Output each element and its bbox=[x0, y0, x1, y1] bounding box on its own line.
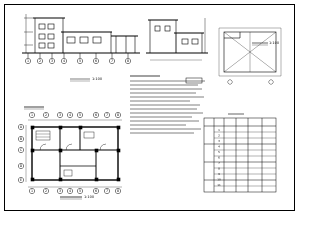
plan-axis-left-C-label: C bbox=[20, 148, 23, 152]
elevation-axis-7-label: 7 bbox=[111, 59, 113, 63]
plan-axis-markers-left: A B C D E bbox=[18, 124, 24, 183]
plan-axis-top-1: 1 bbox=[29, 112, 35, 118]
plan-axis-bottom-3-label: 3 bbox=[59, 189, 61, 193]
plan-axis-bottom-2: 2 bbox=[43, 188, 49, 194]
plan-axis-top-4-label: 4 bbox=[69, 113, 71, 117]
elevation-axis-8-label: 8 bbox=[127, 59, 129, 63]
plan-axis-bottom-8-label: 8 bbox=[117, 189, 119, 193]
plan-axis-left-A: A bbox=[18, 124, 24, 130]
elevation-axis-2-label: 2 bbox=[39, 59, 41, 63]
drawing-frame bbox=[4, 4, 295, 211]
plan-axis-left-E: E bbox=[18, 177, 24, 183]
plan-axis-top-3: 3 bbox=[57, 112, 63, 118]
plan-axis-top-2: 2 bbox=[43, 112, 49, 118]
roof-plan-scale-label: 1:100 bbox=[269, 41, 279, 45]
plan-axis-bottom-8: 8 bbox=[115, 188, 121, 194]
schedule-row-number: 2 bbox=[218, 134, 220, 138]
plan-axis-bottom-6-label: 6 bbox=[95, 189, 97, 193]
plan-axis-top-7: 7 bbox=[104, 112, 110, 118]
plan-axis-markers-bottom: 1 2 3 4 5 6 7 8 bbox=[29, 188, 121, 194]
side-elevation bbox=[146, 18, 208, 61]
elevation-axis-2: 2 bbox=[37, 58, 43, 64]
plan-axis-left-A-label: A bbox=[20, 125, 23, 129]
plan-axis-top-8-label: 8 bbox=[117, 113, 119, 117]
plan-axis-bottom-4: 4 bbox=[67, 188, 73, 194]
schedule-row-number: 5 bbox=[218, 150, 220, 154]
elevation-axis-4: 4 bbox=[61, 58, 67, 64]
floor-plan bbox=[24, 106, 122, 200]
schedule-row-number: 1 bbox=[218, 128, 220, 132]
schedule-row-number: 7 bbox=[218, 161, 220, 165]
plan-axis-top-1-label: 1 bbox=[31, 113, 33, 117]
plan-axis-bottom-3: 3 bbox=[57, 188, 63, 194]
elevation-axis-1-label: 1 bbox=[27, 59, 29, 63]
plan-axis-top-7-label: 7 bbox=[106, 113, 108, 117]
general-notes bbox=[130, 75, 205, 134]
plan-axis-top-3-label: 3 bbox=[59, 113, 61, 117]
elevation-axis-3: 3 bbox=[49, 58, 55, 64]
schedule-row-number: 6 bbox=[218, 156, 220, 160]
schedule-row-number: 11 bbox=[217, 183, 221, 187]
plan-axis-bottom-1: 1 bbox=[29, 188, 35, 194]
plan-axis-left-B-label: B bbox=[20, 137, 22, 141]
elevation-scale-label: 1:100 bbox=[92, 77, 102, 81]
plan-axis-markers-top: 1 2 3 4 5 6 7 8 bbox=[29, 112, 121, 118]
plan-axis-left-B: B bbox=[18, 136, 24, 142]
schedule-row-number: 3 bbox=[218, 139, 220, 143]
plan-axis-top-6: 6 bbox=[93, 112, 99, 118]
elevation-axis-6: 6 bbox=[93, 58, 99, 64]
plan-axis-bottom-4-label: 4 bbox=[69, 189, 71, 193]
floor-plan-scale-label: 1:100 bbox=[84, 195, 94, 199]
plan-axis-left-C: C bbox=[18, 147, 24, 153]
plan-axis-bottom-5-label: 5 bbox=[79, 189, 81, 193]
elevation-axis-3-label: 3 bbox=[51, 59, 53, 63]
plan-axis-top-5: 5 bbox=[77, 112, 83, 118]
schedule-table bbox=[203, 113, 277, 193]
plan-axis-top-2-label: 2 bbox=[45, 113, 47, 117]
plan-axis-left-D: D bbox=[18, 163, 24, 169]
elevation-axis-6-label: 6 bbox=[95, 59, 97, 63]
elevation-axis-1: 1 bbox=[25, 58, 31, 64]
plan-axis-bottom-7: 7 bbox=[104, 188, 110, 194]
plan-axis-bottom-1-label: 1 bbox=[31, 189, 33, 193]
elevation-axis-4-label: 4 bbox=[63, 59, 65, 63]
elevation-axis-5: 5 bbox=[77, 58, 83, 64]
plan-axis-top-4: 4 bbox=[67, 112, 73, 118]
plan-axis-top-8: 8 bbox=[115, 112, 121, 118]
roof-plan bbox=[218, 27, 282, 85]
front-elevation: 1 2 3 4 5 6 7 8 bbox=[22, 14, 140, 82]
plan-axis-left-D-label: D bbox=[20, 164, 23, 168]
plan-axis-bottom-5: 5 bbox=[77, 188, 83, 194]
elevation-axis-5-label: 5 bbox=[79, 59, 81, 63]
plan-axis-top-6-label: 6 bbox=[95, 113, 97, 117]
plan-axis-left-E-label: E bbox=[20, 178, 22, 182]
plan-axis-bottom-6: 6 bbox=[93, 188, 99, 194]
schedule-row-number: 9 bbox=[218, 172, 220, 176]
schedule-row-number: 10 bbox=[217, 178, 221, 182]
plan-axis-top-5-label: 5 bbox=[79, 113, 81, 117]
plan-axis-bottom-7-label: 7 bbox=[106, 189, 108, 193]
schedule-row-number: 4 bbox=[218, 145, 220, 149]
schedule-row-number: 8 bbox=[218, 167, 220, 171]
elevation-axis-7: 7 bbox=[109, 58, 115, 64]
plan-axis-bottom-2-label: 2 bbox=[45, 189, 47, 193]
elevation-axis-8: 8 bbox=[125, 58, 131, 64]
